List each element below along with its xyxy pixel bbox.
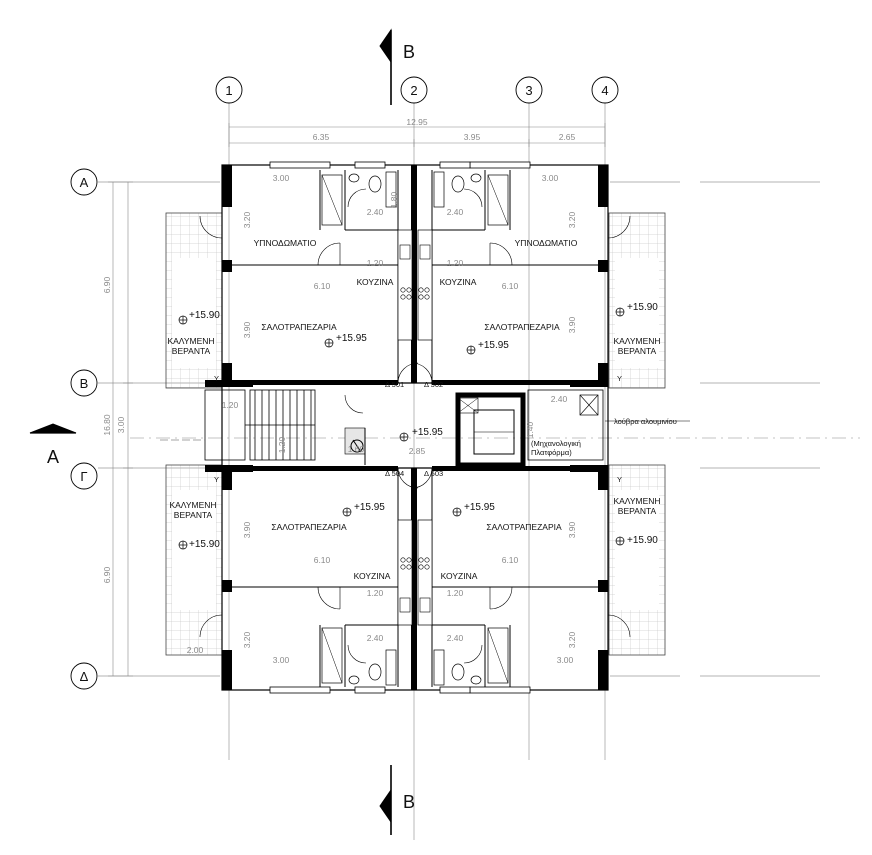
dim-stair-w: 1.20 xyxy=(222,400,239,410)
unit-502: Δ 502 xyxy=(424,380,443,389)
vent-mark-br: Y xyxy=(617,475,622,484)
room-living-bl: ΣΑΛΟΤΡΑΠΕΖΑΡΙΑ xyxy=(271,522,347,532)
room-veranda-tl-1: ΚΑΛΥΜΕΝΗ xyxy=(167,336,214,346)
dim-room-w-br: 3.00 xyxy=(557,655,574,665)
room-veranda-tr-1: ΚΑΛΥΜΕΝΗ xyxy=(613,336,660,346)
dim-col-1: 6.35 xyxy=(313,132,330,142)
room-bedroom-tl: ΥΠΝΟΔΩΜΑΤΙΟ xyxy=(254,238,317,248)
section-b-top-label: B xyxy=(403,42,415,62)
grid-col-3: 3 xyxy=(525,83,532,98)
unit-504: Δ 504 xyxy=(385,469,404,478)
platform-note-2: Πλατφόρμα) xyxy=(531,448,572,457)
dim-living-w-tr: 6.10 xyxy=(502,281,519,291)
room-kitchen-bl: ΚΟΥΖΙΝΑ xyxy=(354,571,391,581)
dim-bath-br: 2.40 xyxy=(447,633,464,643)
dim-shaft-h: 1.40 xyxy=(525,421,535,438)
dim-small-bl: 1.20 xyxy=(367,588,384,598)
dim-bed-h-tr: 3.20 xyxy=(567,211,577,228)
level-apartment-br: +15.95 xyxy=(464,502,495,513)
dim-bath-bl: 2.40 xyxy=(367,633,384,643)
dim-living-w-tl: 6.10 xyxy=(314,281,331,291)
dim-total-height: 16.80 xyxy=(102,414,112,436)
room-living-tr: ΣΑΛΟΤΡΑΠΕΖΑΡΙΑ xyxy=(484,322,560,332)
level-veranda-tl: +15.90 xyxy=(189,310,220,321)
room-kitchen-tl: ΚΟΥΖΙΝΑ xyxy=(357,277,394,287)
dim-bed-h-br: 3.20 xyxy=(567,631,577,648)
level-veranda-br: +15.90 xyxy=(627,535,658,546)
dim-total-width: 12.95 xyxy=(406,117,428,127)
dim-living-h-tr: 3.90 xyxy=(567,316,577,333)
grid-col-1: 1 xyxy=(225,83,232,98)
dim-living-h-tl: 3.90 xyxy=(242,321,252,338)
unit-503: Δ 503 xyxy=(424,469,443,478)
level-veranda-bl: +15.90 xyxy=(189,539,220,550)
grid-col-2: 2 xyxy=(410,83,417,98)
level-veranda-tr: +15.90 xyxy=(627,302,658,313)
grid-row-d: Δ xyxy=(80,669,89,684)
dim-bath-tl: 2.40 xyxy=(367,207,384,217)
room-living-br: ΣΑΛΟΤΡΑΠΕΖΑΡΙΑ xyxy=(486,522,562,532)
vent-mark-bl: Y xyxy=(214,475,219,484)
dim-small-tr: 1.20 xyxy=(447,258,464,268)
grid-row-b: Β xyxy=(80,376,89,391)
dim-stair-run: 1.20 xyxy=(277,436,287,453)
grid-row-a: Α xyxy=(80,175,89,190)
room-veranda-bl-2: ΒΕΡΑΝΤΑ xyxy=(174,510,213,520)
dim-col-3: 2.65 xyxy=(559,132,576,142)
dim-small-tl: 1.20 xyxy=(367,258,384,268)
dim-room-w-tr: 3.00 xyxy=(542,173,559,183)
room-veranda-bl-1: ΚΑΛΥΜΕΝΗ xyxy=(169,500,216,510)
louvre-note: λούβρα αλουμινίου xyxy=(614,417,677,426)
level-corridor: +15.95 xyxy=(412,427,443,438)
level-apartment-tr: +15.95 xyxy=(478,340,509,351)
dim-shaft-tl: 1.80 xyxy=(389,191,399,208)
section-b-top-arrow xyxy=(379,28,392,64)
dim-row-3: 6.90 xyxy=(102,566,112,583)
dim-living-h-bl: 3.90 xyxy=(242,521,252,538)
room-kitchen-tr: ΚΟΥΖΙΝΑ xyxy=(440,277,477,287)
dim-bath-tr: 2.40 xyxy=(447,207,464,217)
section-a-arrow xyxy=(29,423,77,434)
dim-veranda-w: 2.00 xyxy=(187,645,204,655)
room-veranda-br-2: ΒΕΡΑΝΤΑ xyxy=(618,506,657,516)
vent-mark-tr: Y xyxy=(617,374,622,383)
room-bedroom-tr: ΥΠΝΟΔΩΜΑΤΙΟ xyxy=(515,238,578,248)
dim-row-2: 3.00 xyxy=(116,416,126,433)
dim-shaft-w: 2.40 xyxy=(551,394,568,404)
dim-living-w-br: 6.10 xyxy=(502,555,519,565)
room-kitchen-br: ΚΟΥΖΙΝΑ xyxy=(441,571,478,581)
dim-room-w-bl: 3.00 xyxy=(273,655,290,665)
section-a-label: A xyxy=(47,447,59,467)
dim-col-2: 3.95 xyxy=(464,132,481,142)
grid-row-g: Γ xyxy=(80,469,87,484)
level-apartment-bl: +15.95 xyxy=(354,502,385,513)
unit-501: Δ 501 xyxy=(385,380,404,389)
room-veranda-tl-2: ΒΕΡΑΝΤΑ xyxy=(172,346,211,356)
dim-bed-h-tl: 3.20 xyxy=(242,211,252,228)
dim-small-br: 1.20 xyxy=(447,588,464,598)
dim-bed-h-bl: 3.20 xyxy=(242,631,252,648)
grid-col-4: 4 xyxy=(601,83,608,98)
room-living-tl: ΣΑΛΟΤΡΑΠΕΖΑΡΙΑ xyxy=(261,322,337,332)
room-veranda-br-1: ΚΑΛΥΜΕΝΗ xyxy=(613,496,660,506)
dim-room-w-tl: 3.00 xyxy=(273,173,290,183)
room-veranda-tr-2: ΒΕΡΑΝΤΑ xyxy=(618,346,657,356)
section-b-bottom-label: B xyxy=(403,792,415,812)
platform-note-1: (Μηχανολογική xyxy=(531,439,581,448)
dim-row-1: 6.90 xyxy=(102,276,112,293)
level-apartment-tl: +15.95 xyxy=(336,333,367,344)
dim-living-h-br: 3.90 xyxy=(567,521,577,538)
dim-living-w-bl: 6.10 xyxy=(314,555,331,565)
section-b-bottom-arrow xyxy=(379,788,392,824)
vent-mark-tl: Y xyxy=(214,374,219,383)
dim-lift-w: 1.60 xyxy=(348,444,365,454)
dim-corridor-w: 2.85 xyxy=(409,446,426,456)
